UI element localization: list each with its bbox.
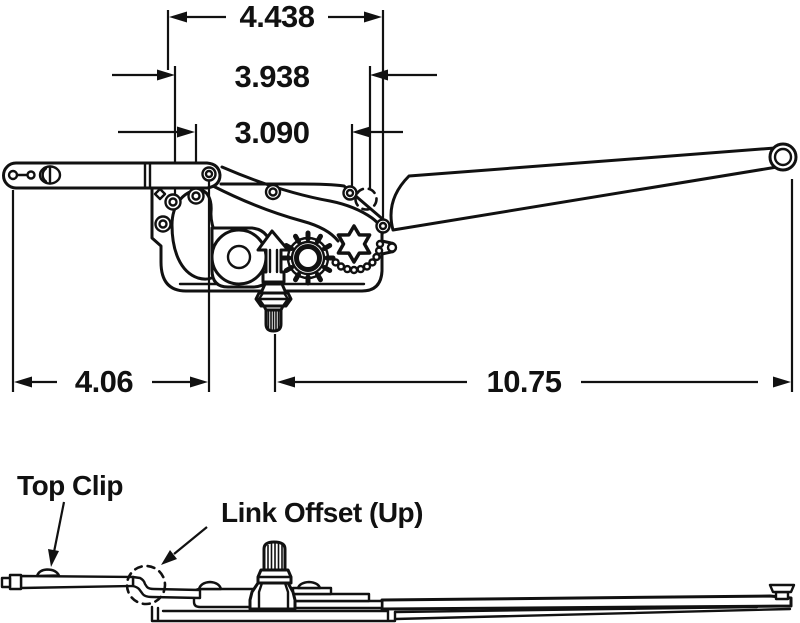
link-offset-jog <box>131 575 202 600</box>
diamond-hole <box>153 187 167 201</box>
dimension-graphics: 4.438 3.938 3.090 4.06 <box>11 0 794 399</box>
dimension-bottom-handle: 10.75 <box>277 364 791 399</box>
mounting-holes <box>154 183 391 234</box>
link-bar-side <box>0 568 223 600</box>
pinion-gear <box>280 230 336 286</box>
side-view-operator: Top Clip Link Offset (Up) <box>0 470 796 623</box>
housing-step-hole <box>386 242 398 253</box>
dim-value-bottom-link: 4.06 <box>75 364 134 399</box>
spline-shaft <box>254 282 293 333</box>
dim-value-top-inner: 3.090 <box>234 115 309 150</box>
dim-value-top-outer: 4.438 <box>239 0 314 34</box>
top-clip-arrowhead <box>48 549 59 567</box>
handle-knob-side <box>768 583 796 601</box>
extension-lines <box>11 10 794 392</box>
spline-shaft-side <box>248 540 297 611</box>
dimension-top-outer: 4.438 <box>169 0 382 34</box>
base-plates <box>288 580 384 610</box>
star-wheel <box>336 224 372 264</box>
link-arm <box>2 161 222 190</box>
link-offset-arrow-line <box>173 526 208 555</box>
dim-value-bottom-handle: 10.75 <box>486 364 561 399</box>
link-offset-arrowhead <box>161 550 177 565</box>
dimension-top-inner: 3.090 <box>118 115 403 150</box>
link-offset-label: Link Offset (Up) <box>221 497 423 528</box>
dimension-bottom-link: 4.06 <box>14 364 208 399</box>
dashed-hole-circle <box>354 187 378 211</box>
arm-break-ticks <box>143 161 152 189</box>
handle-arm-side <box>380 583 796 611</box>
top-clip-callout: Top Clip <box>17 470 123 567</box>
dimension-top-mid: 3.938 <box>112 59 437 94</box>
link-offset-highlight-circle <box>125 564 167 606</box>
cam-arrow-link <box>256 229 290 284</box>
top-view-operator <box>2 142 798 333</box>
rivet-bump <box>197 580 223 591</box>
link-channel <box>192 587 255 609</box>
top-clip-label: Top Clip <box>17 470 123 501</box>
dim-value-top-mid: 3.938 <box>234 59 309 94</box>
link-offset-callout: Link Offset (Up) <box>161 497 424 565</box>
handle-arm <box>389 142 798 232</box>
top-clip-bump <box>35 568 61 578</box>
gear-teeth <box>331 239 385 275</box>
pivot-hole <box>201 166 217 182</box>
top-clip-arrow-line <box>52 501 66 553</box>
